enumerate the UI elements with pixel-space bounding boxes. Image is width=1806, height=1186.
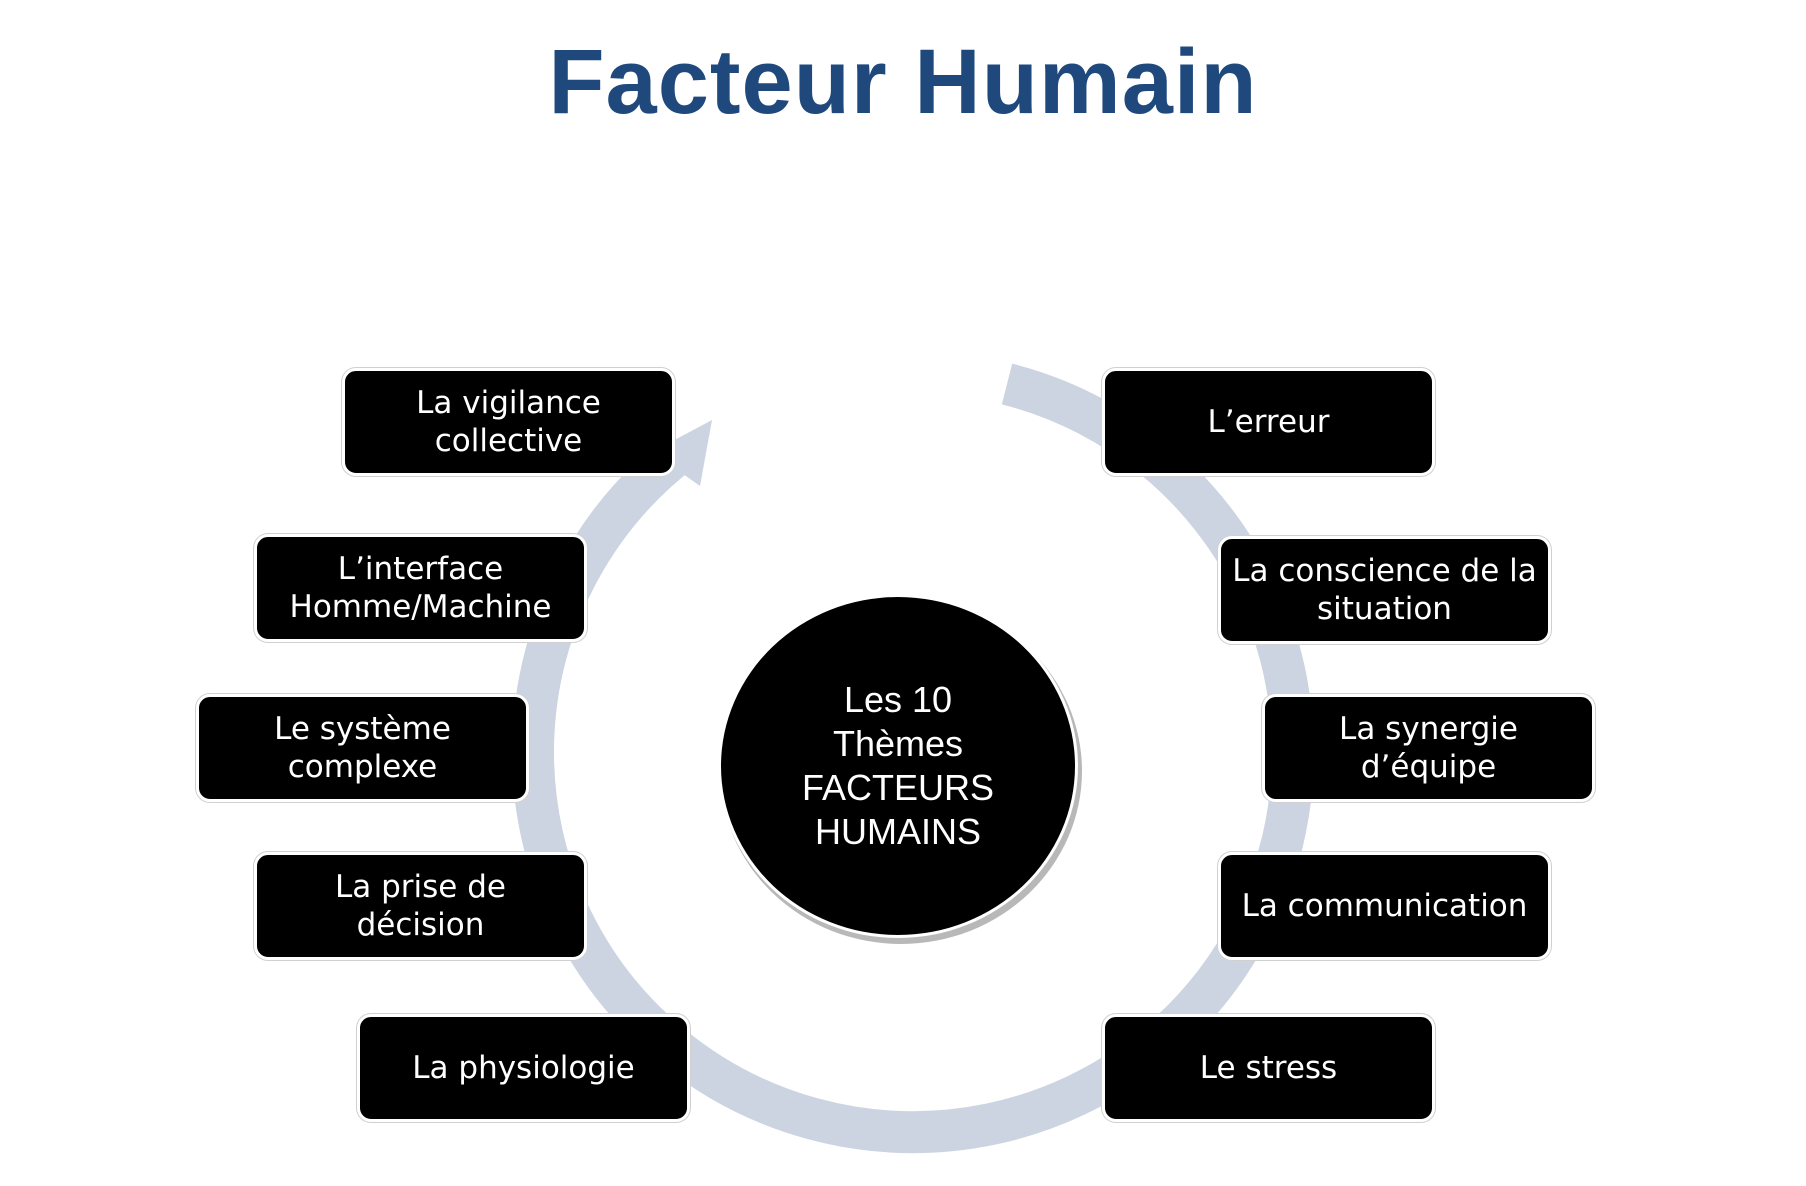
theme-label: Le système bbox=[274, 711, 451, 747]
theme-label: situation bbox=[1317, 591, 1452, 627]
theme-label: La physiologie bbox=[412, 1050, 635, 1086]
theme-box-stress: Le stress bbox=[1102, 1014, 1435, 1122]
theme-label: collective bbox=[434, 423, 583, 459]
theme-label: complexe bbox=[287, 749, 438, 785]
center-circle: Les 10 Thèmes FACTEURS HUMAINS bbox=[718, 594, 1078, 938]
theme-label: Le stress bbox=[1199, 1050, 1338, 1086]
center-label: Thèmes bbox=[832, 723, 964, 764]
theme-box-prise-decision: La prise de décision bbox=[254, 852, 587, 960]
center-label: Les 10 bbox=[843, 679, 953, 720]
theme-label: La prise de décision bbox=[335, 869, 506, 943]
theme-box-systeme-complexe: Le système complexe bbox=[196, 694, 529, 802]
theme-label: L’interface bbox=[337, 551, 504, 587]
center-label: HUMAINS bbox=[814, 811, 981, 852]
theme-label: La communication bbox=[1241, 888, 1528, 924]
theme-box-physiologie: La physiologie bbox=[357, 1014, 690, 1122]
theme-box-synergie-equipe: La synergie d’équipe bbox=[1262, 694, 1595, 802]
center-label: FACTEURS bbox=[801, 767, 995, 808]
theme-box-interface-homme-machine: L’interface Homme/Machine bbox=[254, 534, 587, 642]
theme-label: La synergie d’équipe bbox=[1339, 711, 1518, 785]
theme-box-vigilance-collective: La vigilance collective bbox=[342, 368, 675, 476]
theme-box-conscience-situation: La conscience de la situation bbox=[1218, 536, 1551, 644]
theme-label: La vigilance bbox=[416, 385, 601, 421]
theme-box-erreur: L’erreur bbox=[1102, 368, 1435, 476]
theme-label: L’erreur bbox=[1207, 404, 1330, 440]
cycle-arrowhead-icon bbox=[652, 420, 712, 486]
theme-box-communication: La communication bbox=[1218, 852, 1551, 960]
theme-label: La conscience de la bbox=[1232, 553, 1537, 589]
theme-label: Homme/Machine bbox=[289, 589, 552, 625]
page-title: Facteur Humain bbox=[548, 31, 1258, 133]
